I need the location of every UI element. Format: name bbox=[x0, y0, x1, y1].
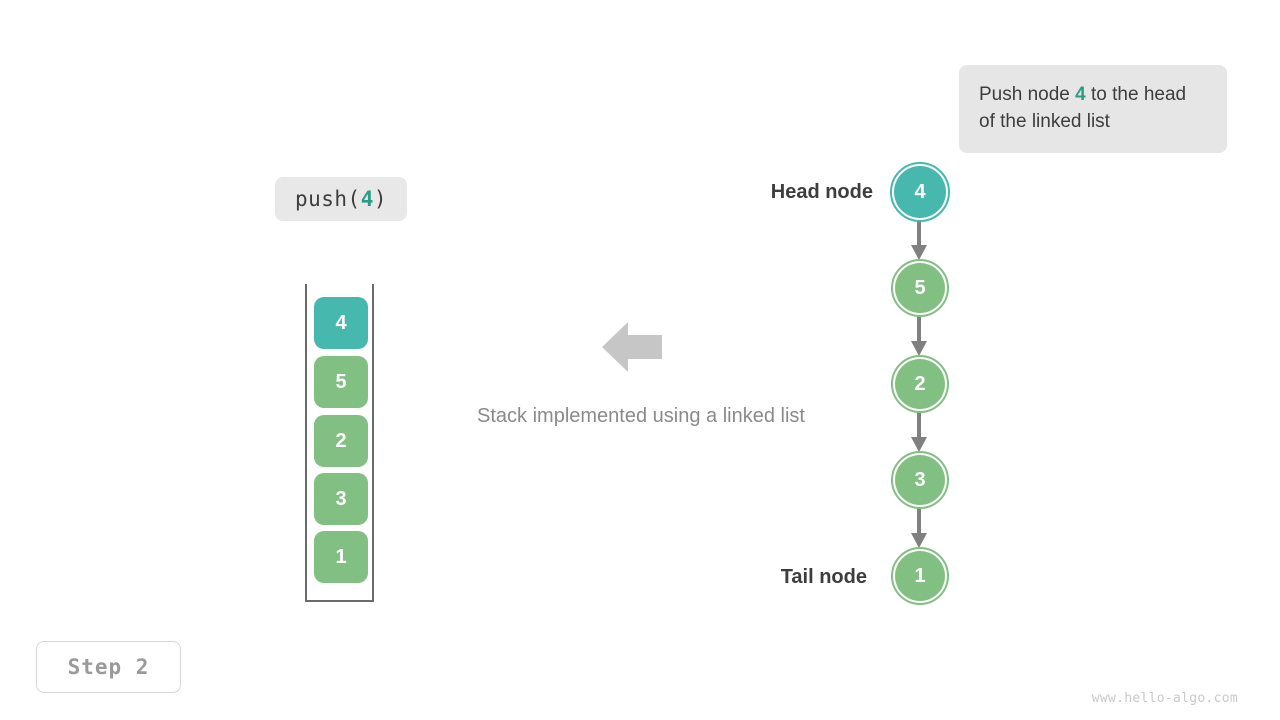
link-arrow-icon bbox=[911, 412, 927, 452]
step-badge: Step 2 bbox=[36, 641, 181, 693]
left-arrow-icon bbox=[602, 322, 662, 372]
stack-cell: 3 bbox=[314, 473, 368, 525]
node-value: 4 bbox=[894, 166, 946, 218]
stack-cell-value: 5 bbox=[335, 370, 347, 393]
stack-container: 4 5 2 3 1 bbox=[305, 284, 374, 602]
callout-text-before: Push node bbox=[979, 84, 1076, 105]
link-arrow-icon bbox=[911, 508, 927, 548]
link-arrow-icon bbox=[911, 220, 927, 260]
linked-list-node: 2 bbox=[891, 355, 949, 413]
link-arrow-icon bbox=[911, 316, 927, 356]
stack-cell-value: 3 bbox=[335, 487, 347, 510]
push-label-prefix: push( bbox=[294, 187, 361, 211]
callout-text-after: to the head of the linked list bbox=[979, 84, 1187, 132]
stack-cell-value: 2 bbox=[335, 429, 347, 452]
push-operation-label: push(4) bbox=[275, 177, 407, 221]
stack-cell-value: 4 bbox=[335, 311, 347, 334]
stack-cell: 1 bbox=[314, 531, 368, 583]
callout-tooltip: Push node 4 to the head of the linked li… bbox=[959, 65, 1227, 153]
stack-cell-value: 1 bbox=[335, 545, 347, 568]
stack-cell: 5 bbox=[314, 356, 368, 408]
node-value: 3 bbox=[895, 455, 945, 505]
node-value: 5 bbox=[895, 263, 945, 313]
linked-list-node: 5 bbox=[891, 259, 949, 317]
callout-highlight-value: 4 bbox=[1075, 84, 1086, 105]
tail-node-label: Tail node bbox=[780, 566, 867, 588]
diagram-caption: Stack implemented using a linked list bbox=[477, 405, 805, 427]
linked-list-node: 1 bbox=[891, 547, 949, 605]
push-label-suffix: ) bbox=[373, 187, 388, 211]
stack-cell: 4 bbox=[314, 297, 368, 349]
linked-list-node: 3 bbox=[891, 451, 949, 509]
head-node-label: Head node bbox=[770, 181, 873, 203]
stack-cell: 2 bbox=[314, 415, 368, 467]
linked-list-node: 4 bbox=[890, 162, 950, 222]
node-value: 1 bbox=[895, 551, 945, 601]
push-label-value: 4 bbox=[360, 187, 374, 211]
watermark: www.hello-algo.com bbox=[1091, 691, 1238, 706]
node-value: 2 bbox=[895, 359, 945, 409]
